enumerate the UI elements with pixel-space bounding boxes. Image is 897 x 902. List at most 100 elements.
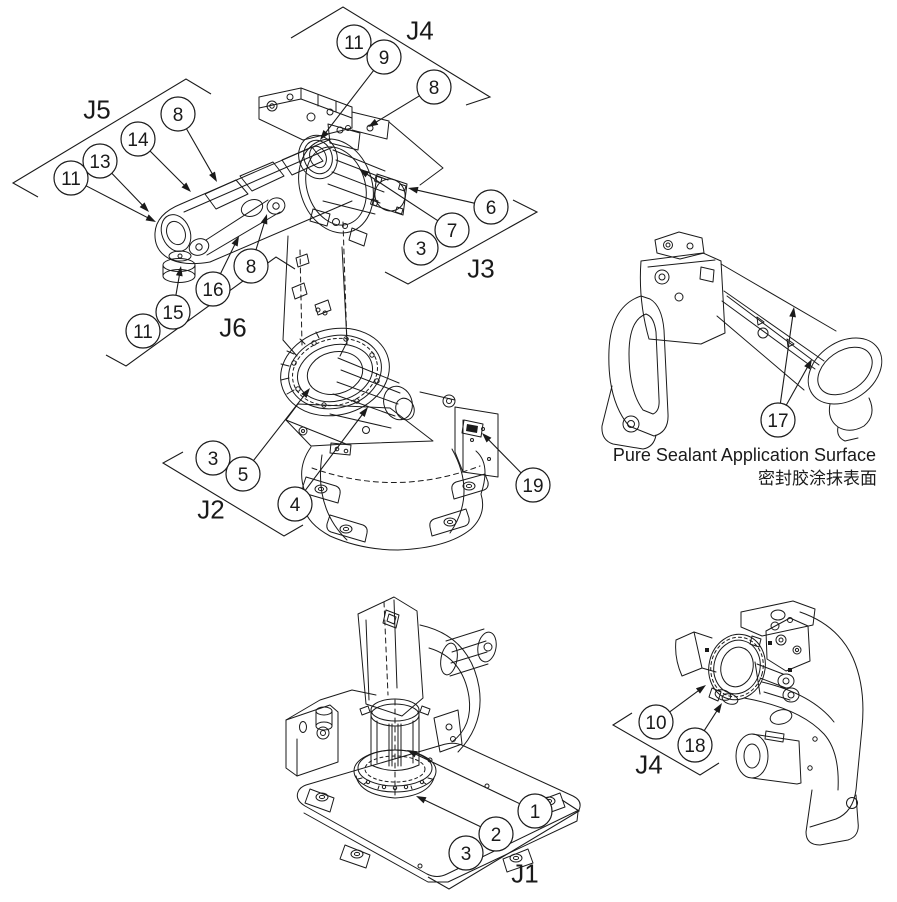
callout-circle-6-7 <box>473 189 509 225</box>
callout-circle-8-10 <box>233 248 269 284</box>
leader-line-10-22-0 <box>669 689 700 713</box>
axis-label-j4-6: J4 <box>635 749 662 779</box>
leader-line-16-11-0 <box>219 242 236 274</box>
leader-line-8-10-0 <box>255 221 266 250</box>
axis-label-j5-1: J5 <box>83 94 110 124</box>
callout-circle-10-22 <box>638 704 674 740</box>
callout-circle-18-23 <box>677 727 713 763</box>
leader-line-17-18-1 <box>785 365 809 406</box>
leader-line-4-16-0 <box>304 413 364 491</box>
callout-circle-8-3 <box>160 96 196 132</box>
leader-line-9-1-0 <box>324 70 375 135</box>
leader-line-11-6-0 <box>85 185 150 219</box>
wrist-body-art <box>258 87 444 234</box>
callout-circle-2-20 <box>478 816 514 852</box>
callout-number-15-12: 15 <box>162 303 183 324</box>
callout-number-17-18: 17 <box>767 411 788 432</box>
sealant-note-zh: 密封胶涂抹表面 <box>758 469 877 488</box>
callout-circle-11-6 <box>53 160 89 196</box>
callout-number-3-21: 3 <box>461 844 472 865</box>
leader-line-14-4-0 <box>149 150 186 187</box>
leader-arrowhead-18-23-0 <box>713 703 722 714</box>
leader-line-5-15-0 <box>253 393 306 461</box>
forearm-art <box>154 138 353 283</box>
callout-number-11-6: 11 <box>61 169 81 190</box>
callout-circle-19-17 <box>515 467 551 503</box>
axis-bracket-j4-0 <box>290 6 492 106</box>
base-unit-art <box>285 596 581 883</box>
callout-number-1-19: 1 <box>530 802 541 823</box>
j4-wrist-detail-art <box>675 600 864 846</box>
callout-number-16-11: 16 <box>202 280 223 301</box>
callout-circle-11-13 <box>125 313 161 349</box>
callout-number-10-22: 10 <box>645 713 666 734</box>
callout-circle-5-15 <box>225 456 261 492</box>
callout-number-11-0: 11 <box>344 33 364 54</box>
callout-circle-11-0 <box>336 24 372 60</box>
callout-number-2-20: 2 <box>491 825 502 846</box>
callout-circle-3-21 <box>448 835 484 871</box>
leader-arrowhead-10-22-0 <box>695 685 706 694</box>
axis-label-j4-0: J4 <box>406 15 433 45</box>
axis-label-j1-5: J1 <box>511 858 538 888</box>
callout-number-5-15: 5 <box>238 465 249 486</box>
axis-bracket-j6-3 <box>105 256 296 367</box>
leader-line-7-8-0 <box>365 172 439 222</box>
forearm-seal-detail-art <box>601 231 883 450</box>
callout-number-8-3: 8 <box>173 105 184 126</box>
upper-arm-link-art <box>282 221 348 357</box>
axis-bracket-j2-4 <box>161 451 304 537</box>
leader-lines-layer <box>85 70 812 828</box>
j2-joint-art <box>280 327 415 434</box>
callout-circle-3-14 <box>195 440 231 476</box>
callout-number-9-1: 9 <box>379 48 390 69</box>
axis-label-j3-2: J3 <box>467 253 494 283</box>
leader-arrowhead-2-20-0 <box>416 796 427 804</box>
callout-number-6-7: 6 <box>486 198 497 219</box>
callout-number-3-14: 3 <box>208 449 219 470</box>
axis-bracket-j3-2 <box>384 199 539 285</box>
leader-line-19-17-0 <box>487 438 522 474</box>
leader-arrowhead-6-7-0 <box>408 186 419 194</box>
leader-line-6-7-0 <box>415 189 475 204</box>
leader-arrowhead-17-18-0 <box>789 307 796 318</box>
leader-line-18-23-0 <box>703 709 719 731</box>
leader-line-17-18-0 <box>779 314 794 404</box>
sealant-note-en: Pure Sealant Application Surface <box>613 445 876 465</box>
axis-bracket-j1-5 <box>427 799 581 890</box>
base-frame-art <box>285 391 499 551</box>
callout-circle-7-8 <box>434 212 470 248</box>
callout-circle-15-12 <box>155 294 191 330</box>
callout-number-14-4: 14 <box>127 130 149 151</box>
leader-arrowhead-13-5-0 <box>139 202 149 212</box>
callout-circle-17-18 <box>760 402 796 438</box>
leader-line-8-2-0 <box>374 95 420 124</box>
leader-arrowhead-8-2-0 <box>368 118 379 127</box>
callout-circle-13-5 <box>82 143 118 179</box>
leader-arrowhead-9-1-0 <box>320 130 329 140</box>
callout-circle-4-16 <box>277 486 313 522</box>
callout-number-18-23: 18 <box>684 736 705 757</box>
callout-number-19-17: 19 <box>522 476 543 497</box>
callout-circle-1-19 <box>517 793 553 829</box>
leader-arrowhead-11-6-0 <box>145 214 156 222</box>
callout-number-7-8: 7 <box>447 221 458 242</box>
callout-number-8-2: 8 <box>429 78 440 99</box>
leader-arrowhead-5-15-0 <box>301 388 310 398</box>
robot-overview-art <box>154 87 499 551</box>
leader-arrowhead-15-12-0 <box>175 266 183 277</box>
callout-number-8-10: 8 <box>246 257 257 278</box>
callout-circle-14-4 <box>120 121 156 157</box>
leader-line-2-20-0 <box>422 798 481 828</box>
leader-arrowhead-14-4-0 <box>181 182 191 192</box>
j3-motor-art <box>309 149 408 247</box>
callout-number-4-16: 4 <box>290 495 301 516</box>
callout-number-3-9: 3 <box>416 239 427 260</box>
leader-line-8-3-0 <box>185 128 214 176</box>
callout-number-13-5: 13 <box>89 152 110 173</box>
callout-circle-3-9 <box>403 230 439 266</box>
leader-arrowhead-7-8-0 <box>359 169 370 178</box>
